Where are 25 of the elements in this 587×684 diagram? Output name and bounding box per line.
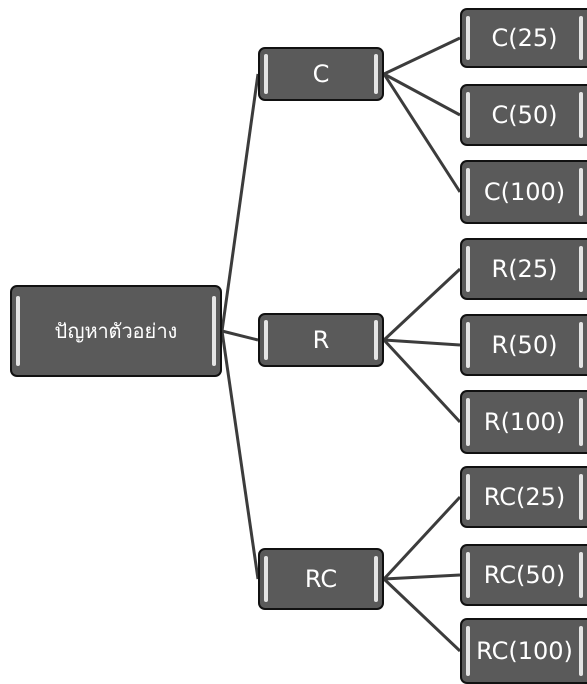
connector-line — [382, 268, 462, 342]
branch-box: RC — [258, 548, 384, 610]
connector-line — [382, 496, 462, 580]
branch-box: RC(100) — [460, 618, 587, 684]
connector-line — [383, 72, 461, 116]
connector-line — [220, 330, 260, 580]
branch-box: R — [258, 313, 384, 367]
branch-box: C — [258, 47, 384, 101]
branch-box: C(50) — [460, 84, 587, 146]
branch-box: RC(25) — [460, 466, 587, 528]
branch-box: RC(50) — [460, 544, 587, 606]
connector-line — [384, 574, 460, 580]
connector-line — [383, 36, 461, 76]
connector-line — [220, 74, 260, 332]
connector-line — [222, 330, 258, 342]
connector-line — [384, 338, 460, 346]
connector-line — [382, 73, 462, 193]
branch-box: R(50) — [460, 314, 587, 376]
branch-box: R(25) — [460, 238, 587, 300]
connector-line — [382, 578, 462, 652]
branch-box: C(100) — [460, 160, 587, 224]
root-box: ปัญหาตัวอย่าง — [10, 285, 222, 377]
branch-box: C(25) — [460, 8, 587, 68]
branch-box: R(100) — [460, 390, 587, 454]
connector-line — [382, 338, 462, 424]
